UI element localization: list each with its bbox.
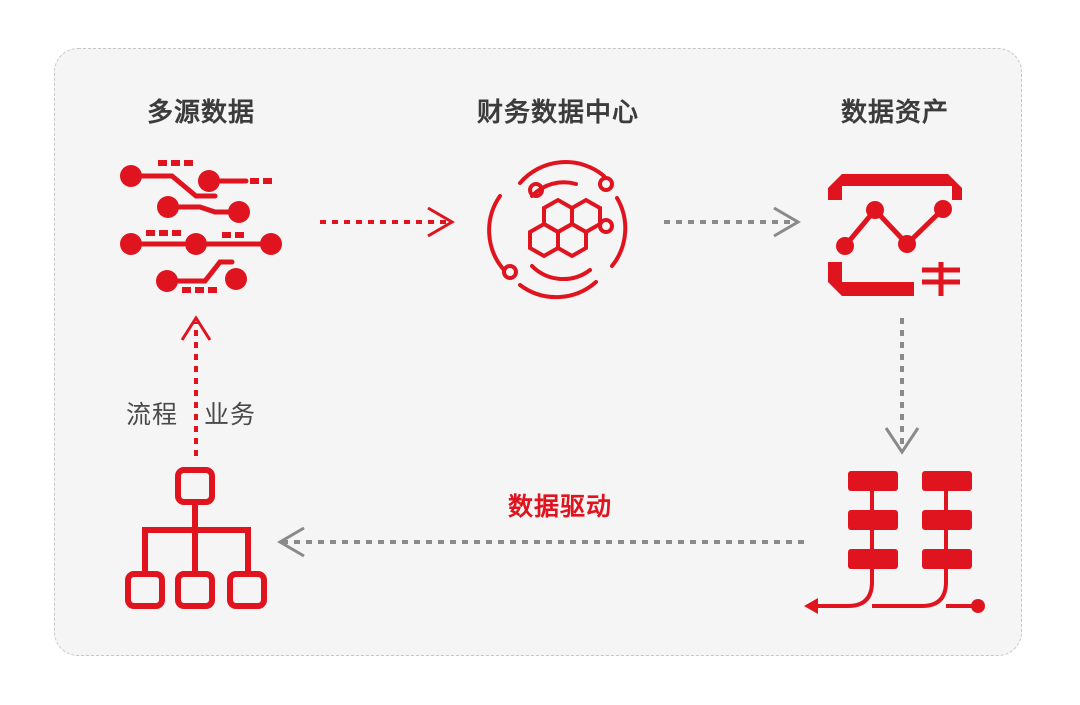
node-label-finance-center: 财务数据中心 bbox=[476, 98, 640, 128]
edge-label-data-drive: 数据驱动 bbox=[507, 492, 613, 521]
arrow-org-to-multi bbox=[180, 315, 212, 456]
arrow-assets-to-layers bbox=[884, 318, 920, 455]
edge-label-process: 流程 bbox=[126, 400, 179, 429]
arrow-multi-to-finance bbox=[320, 206, 455, 238]
asset-chart-yen-icon bbox=[828, 174, 962, 296]
arrow-finance-to-assets bbox=[664, 206, 801, 238]
arrow-layers-to-org bbox=[277, 526, 804, 558]
stacked-layers-icon bbox=[804, 471, 985, 614]
circuit-icon bbox=[120, 160, 282, 293]
node-label-multi-source: 多源数据 bbox=[146, 98, 256, 128]
hexagon-hub-icon bbox=[487, 160, 628, 300]
edge-label-business: 业务 bbox=[204, 400, 257, 429]
node-label-data-assets: 数据资产 bbox=[840, 98, 950, 128]
org-chart-icon bbox=[125, 467, 267, 609]
